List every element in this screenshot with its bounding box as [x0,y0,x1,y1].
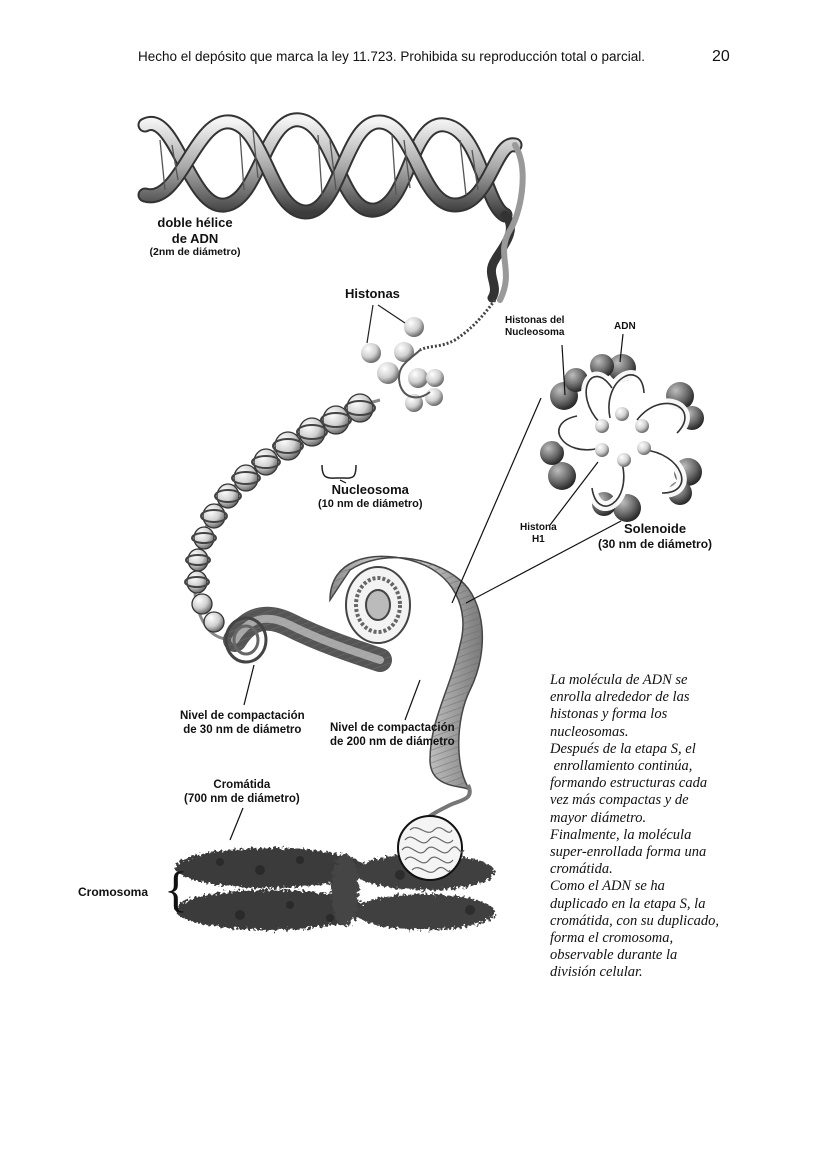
label-nucleosome-line1: Nucleosoma [331,482,409,497]
caption-line: cromátida. [550,861,613,878]
caption-line: formando estructuras cada [550,775,708,792]
label-histones: Histonas [345,286,400,301]
label-level-30nm-line1: Nivel de compactación [180,710,305,722]
label-level-200nm-line1: Nivel de compactación [330,722,455,734]
fiber-200nm-coil [329,555,484,822]
leader-lines [229,333,624,841]
label-nucleosome: Nucleosoma (10 nm de diámetro) [318,482,423,511]
label-solenoid-line1: Solenoide [623,521,687,536]
chromosome [175,848,495,930]
label-solenoid-line2: (30 nm de diámetro) [598,536,713,551]
nucleosome-chain [184,393,381,642]
caption-text: La molécula de ADN se enrolla alrededor … [550,672,750,982]
page-header: Hecho el depósito que marca la ley 11.72… [138,49,646,64]
label-dna-helix: doble hélice de ADN (2nm de diámetro) [140,215,250,259]
page-number: 20 [712,48,730,65]
magnified-chromatid [397,815,465,881]
label-level-200nm: Nivel de compactación de 200 nm de diáme… [330,722,455,750]
label-nucleosome-histones: Histonas del Nucleosoma [505,315,564,339]
caption-line: nucleosomas. [550,723,629,740]
label-histone-h1-line1: Histona [520,522,557,533]
label-nucleosome-histones-line2: Nucleosoma [505,327,565,338]
label-histone-h1-line2: H1 [531,534,545,545]
label-nucleosome-line2: (10 nm de diámetro) [318,497,423,510]
label-chromosome: Cromosoma [78,885,149,899]
caption-line: duplicado en la etapa S, la [550,895,706,912]
caption-line: forma el cromosoma, [550,930,674,947]
caption-line: vez más compactas y de [550,792,689,809]
label-chromatid: Cromátida (700 nm de diámetro) [184,779,300,807]
caption-line: histonas y forma los [550,706,668,723]
caption-line: cromátida, con su duplicado, [550,912,720,929]
fiber-30nm [223,606,392,672]
label-nucleosome-histones-line1: Histonas del [505,315,565,326]
label-chromatid-line1: Cromátida [213,779,271,791]
caption-line: Después de la etapa S, el [550,740,696,757]
label-level-30nm: Nivel de compactación de 30 nm de diámet… [180,710,305,738]
dna-double-helix [137,112,526,352]
caption-line: mayor diámetro. [550,809,647,826]
caption-line: Finalmente, la molécula [550,826,692,843]
label-chromatid-line2: (700 nm de diámetro) [184,792,300,805]
label-level-30nm-line2: de 30 nm de diámetro [183,723,302,736]
caption-line: enrolla alrededor de las [550,689,690,706]
label-dna-helix-line3: (2nm de diámetro) [149,246,241,259]
label-dna: ADN [614,321,636,332]
label-histone-h1: Histona H1 [520,522,557,546]
caption-line: Como el ADN se ha [550,878,665,895]
chromosome-texture [216,856,475,922]
caption-line: división celular. [550,964,643,981]
chromosome-brace: { [164,861,188,917]
caption-line: enrollamiento continúa, [550,758,693,775]
label-dna-helix-line1: doble hélice [157,215,233,230]
label-dna-helix-line2: de ADN [171,230,219,246]
caption-line: super-enrollada forma una [550,844,707,861]
label-level-200nm-line2: de 200 nm de diámetro [330,735,455,748]
label-solenoid: Solenoide (30 nm de diámetro) [598,521,712,551]
solenoid-rosette [540,354,704,522]
caption-line: observable durante la [550,947,678,964]
caption-line: La molécula de ADN se [550,672,688,688]
histone-balls [361,304,444,412]
